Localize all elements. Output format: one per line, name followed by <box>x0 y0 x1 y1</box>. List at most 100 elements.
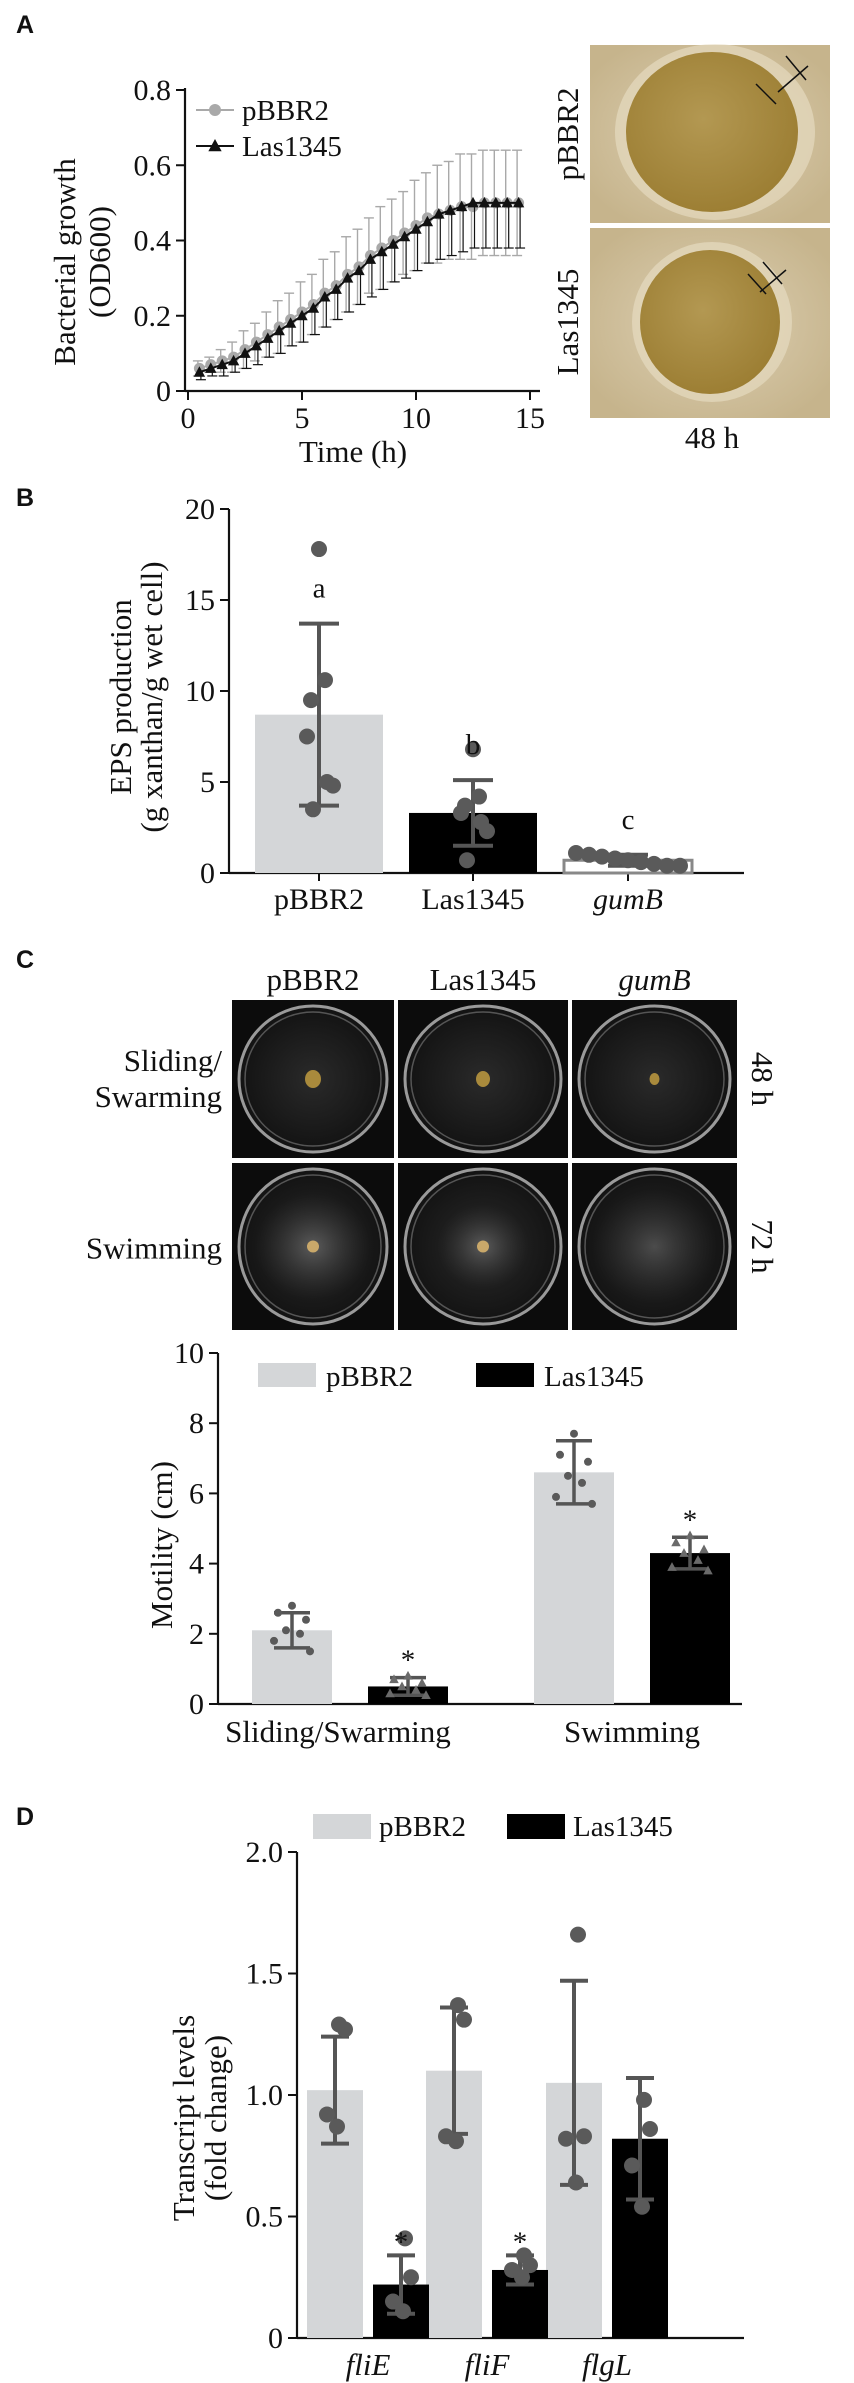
motility-bar-las1345 <box>650 1553 730 1704</box>
eps-point-pbbr2 <box>317 672 333 689</box>
eps-point-gumb <box>646 855 662 872</box>
eps-point-pbbr2 <box>311 541 327 558</box>
eps-point-gumb <box>594 848 610 865</box>
motility-point <box>385 1688 395 1698</box>
growth-ytick-label: 0.4 <box>134 225 172 258</box>
eps-ytick-label: 10 <box>185 675 215 708</box>
growth-point-las1345 <box>490 196 502 208</box>
motility-point <box>685 1530 695 1540</box>
transcript-point <box>642 2121 658 2138</box>
motility-category-label: Sliding/Swarming <box>225 1714 451 1749</box>
eps-point-pbbr2 <box>299 728 315 745</box>
transcript-point <box>337 2021 353 2038</box>
motility-point <box>703 1565 713 1575</box>
eps-point-pbbr2 <box>325 777 341 794</box>
growth-point-las1345 <box>353 264 365 276</box>
motility-ylabel: Motility (cm) <box>144 1461 179 1629</box>
motility-ytick-label: 10 <box>174 1337 204 1370</box>
growth-point-las1345 <box>433 208 445 219</box>
transcript-ytick-label: 1.5 <box>246 1958 284 1991</box>
motility-bar-pbbr2 <box>534 1472 614 1704</box>
petri-dish-inner-rim <box>410 1174 556 1319</box>
swim-halo <box>592 1189 717 1304</box>
plate-row-label: Swarming <box>95 1079 222 1114</box>
growth-point-las1345 <box>421 215 434 227</box>
plate-row-label: Swimming <box>86 1231 222 1266</box>
transcript-significance-star: * <box>394 2226 409 2258</box>
motility-point <box>552 1492 560 1501</box>
motility-point <box>397 1681 407 1691</box>
motility-point <box>411 1684 421 1694</box>
colony-time-label: 48 h <box>685 420 740 455</box>
transcript-ytick-label: 2.0 <box>246 1836 284 1869</box>
motility-point <box>679 1548 689 1557</box>
transcript-point <box>450 1997 466 2014</box>
transcript-point <box>397 2230 413 2247</box>
motility-point <box>667 1562 677 1571</box>
eps-point-las1345 <box>471 788 487 805</box>
motility-point <box>296 1629 304 1638</box>
motility-point <box>403 1670 413 1680</box>
motility-legend-label: pBBR2 <box>326 1361 413 1393</box>
transcript-ytick-label: 0 <box>268 2322 283 2355</box>
transcript-point <box>329 2118 345 2135</box>
eps-ylabel-line2: (g xanthan/g wet cell) <box>134 561 169 832</box>
eps-point-gumb <box>672 857 688 874</box>
transcript-point <box>570 1926 586 1943</box>
motility-point <box>588 1499 596 1508</box>
growth-legend-marker-pbbr2 <box>209 104 221 116</box>
transcript-gene-label: fliF <box>465 2347 511 2382</box>
eps-point-las1345 <box>459 852 475 869</box>
transcript-legend-label: pBBR2 <box>379 1811 466 1843</box>
growth-point-las1345 <box>455 200 468 212</box>
growth-ytick-label: 0.6 <box>134 149 172 182</box>
growth-ytick-label: 0 <box>156 375 171 408</box>
growth-line-pbbr2 <box>199 201 519 370</box>
eps-category-label: pBBR2 <box>274 883 364 916</box>
growth-legend-label: pBBR2 <box>242 95 329 127</box>
eps-significance-letter: c <box>622 804 635 836</box>
eps-point-pbbr2 <box>303 692 319 709</box>
colony-pbbr2 <box>626 52 798 212</box>
growth-xtick-label: 10 <box>401 402 431 435</box>
eps-point-gumb <box>620 852 636 869</box>
growth-ylabel-line2: (OD600) <box>82 206 117 318</box>
growth-point-las1345 <box>387 238 399 249</box>
colony-photos: pBBR2 Las1345 48 h <box>550 44 830 455</box>
motility-point <box>693 1555 703 1564</box>
swarm-colony <box>476 1071 490 1087</box>
motility-point <box>270 1636 278 1645</box>
eps-significance-letter: b <box>466 729 481 761</box>
eps-ytick-label: 5 <box>200 766 215 799</box>
colony-label-las1345: Las1345 <box>550 269 585 376</box>
growth-point-las1345 <box>410 223 422 234</box>
growth-xtick-label: 15 <box>515 402 545 435</box>
transcript-ytick-label: 1.0 <box>246 2079 284 2112</box>
transcript-ylabel-line1: Transcript levels <box>166 2015 201 2221</box>
motility-point <box>389 1674 399 1684</box>
plate-column-label: gumB <box>618 962 690 997</box>
transcript-point <box>636 2091 652 2108</box>
colony-las1345 <box>640 250 780 394</box>
growth-point-las1345 <box>341 272 354 283</box>
eps-production-chart: EPS production (g xanthan/g wet cell) 05… <box>103 493 744 916</box>
transcript-significance-star: * <box>513 2226 528 2258</box>
growth-xtick-label: 5 <box>295 402 310 435</box>
transcript-point <box>403 2269 419 2286</box>
swarm-colony <box>649 1073 660 1085</box>
motility-ytick-label: 0 <box>189 1688 204 1721</box>
motility-point <box>302 1615 310 1624</box>
motility-point <box>584 1457 592 1466</box>
petri-dish-inner-rim <box>244 1174 382 1319</box>
growth-point-las1345 <box>398 230 411 242</box>
transcript-point <box>634 2198 650 2215</box>
motility-point <box>306 1647 314 1656</box>
swim-center-colony <box>307 1240 319 1253</box>
motility-significance-star: * <box>401 1645 416 1677</box>
eps-point-las1345 <box>465 741 481 758</box>
panel-label-b: B <box>16 484 34 512</box>
petri-dish-inner-rim <box>584 1011 725 1147</box>
transcript-legend-swatch <box>507 1814 565 1839</box>
motility-legend-swatch <box>258 1363 316 1387</box>
